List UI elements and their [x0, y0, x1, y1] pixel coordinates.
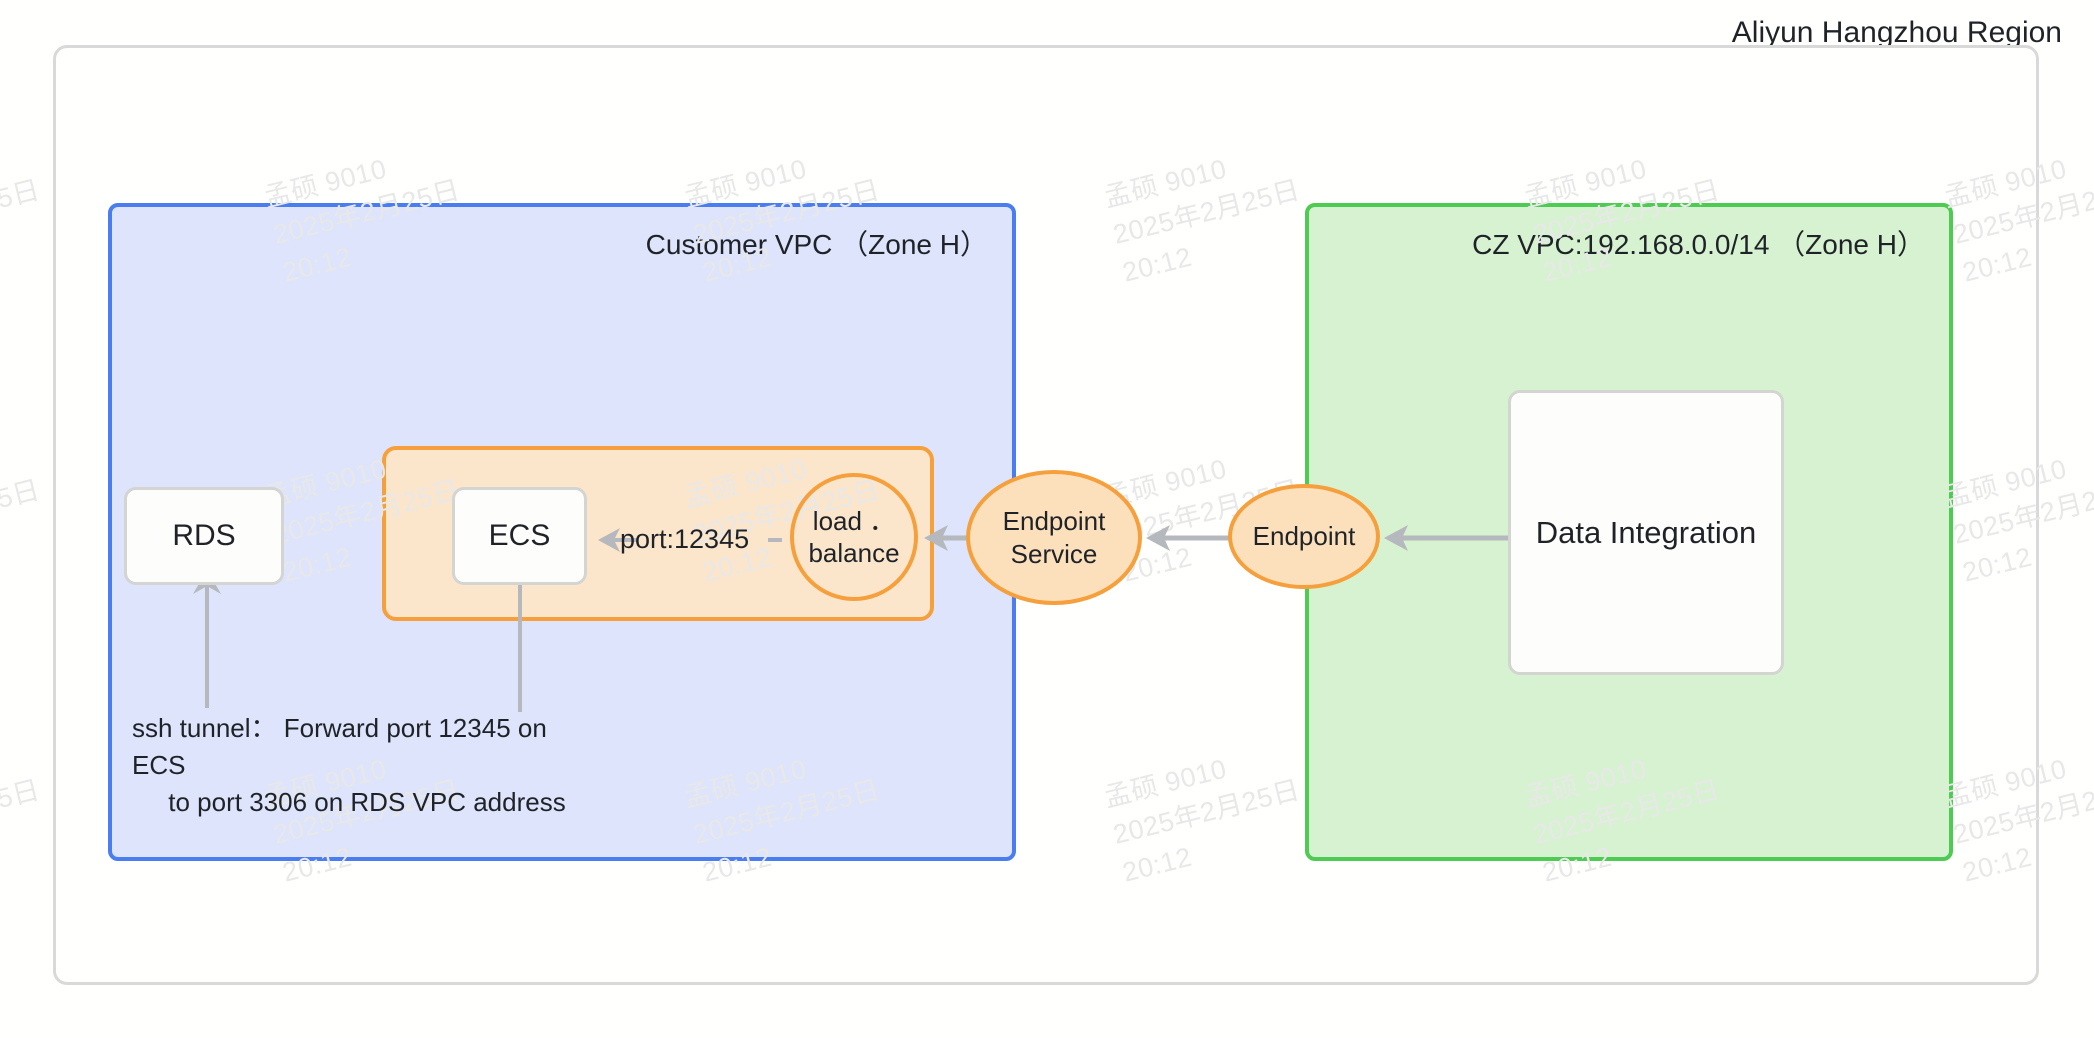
connector-ecs-to-ssh-note: [502, 584, 542, 714]
node-rds-label: RDS: [172, 519, 236, 552]
region-title: Aliyun Hangzhou Region: [1731, 16, 2062, 49]
node-load-balance-line1: load ．: [812, 505, 896, 536]
node-load-balance-line2: balance: [808, 538, 900, 568]
note-ssh-tunnel: ssh tunnel： Forward port 12345 on ECS to…: [132, 710, 602, 821]
region-container: [53, 45, 2039, 985]
arrow-endpoint-to-endpointservice: [1140, 518, 1240, 558]
arrow-dataintegration-to-endpoint: [1378, 518, 1518, 558]
connector-loadbalance-stub: [766, 522, 796, 562]
watermark-text: 孟硕 9010 2025年2月25日 20:12: [0, 474, 43, 551]
watermark-text: 孟硕 9010 2025年2月25日 20:12: [0, 1034, 53, 1038]
watermark-text: 孟硕 9010 2025年2月25日 20:12: [260, 1034, 473, 1038]
arrow-endpointservice-to-loadbalance: [918, 518, 974, 558]
watermark-text: 孟硕 9010 2025年2月25日 20:12: [1520, 1034, 1733, 1038]
arrow-loadbalance-to-ecs: [592, 522, 642, 562]
watermark-text: 孟硕 9010 2025年2月25日 20:12: [0, 774, 43, 851]
node-ecs[interactable]: ECS: [452, 487, 587, 585]
node-load-balance-label: load ． balance: [808, 505, 899, 569]
vpc-customer-title: Customer VPC （Zone H）: [645, 229, 988, 260]
vpc-cz-title: CZ VPC:192.168.0.0/14 （Zone H）: [1472, 229, 1925, 260]
node-endpoint-service-line2: Service: [1010, 538, 1098, 569]
node-endpoint[interactable]: Endpoint: [1228, 484, 1380, 589]
note-ssh-line2: to port 3306 on RDS VPC address: [168, 786, 566, 817]
edge-label-port: port:12345: [620, 524, 750, 554]
node-ecs-label: ECS: [488, 519, 551, 552]
node-endpoint-service[interactable]: Endpoint Service: [966, 470, 1142, 605]
node-data-integration-label: Data Integration: [1535, 514, 1757, 550]
watermark-text: 孟硕 9010 2025年2月25日 20:12: [1940, 1034, 2094, 1038]
node-data-integration[interactable]: Data Integration: [1508, 390, 1784, 675]
node-endpoint-service-label: Endpoint Service: [1003, 505, 1106, 569]
node-endpoint-label: Endpoint: [1252, 521, 1356, 552]
note-ssh-line1: ssh tunnel： Forward port 12345 on ECS: [132, 713, 547, 780]
node-endpoint-service-line1: Endpoint: [1002, 506, 1106, 537]
watermark-text: 孟硕 9010 2025年2月25日 20:12: [1100, 1034, 1313, 1038]
node-load-balance[interactable]: load ． balance: [790, 473, 918, 601]
watermark-text: 孟硕 9010 2025年2月25日 20:12: [680, 1034, 893, 1038]
watermark-text: 孟硕 9010 2025年2月25日 20:12: [0, 174, 43, 251]
node-rds[interactable]: RDS: [124, 487, 284, 585]
